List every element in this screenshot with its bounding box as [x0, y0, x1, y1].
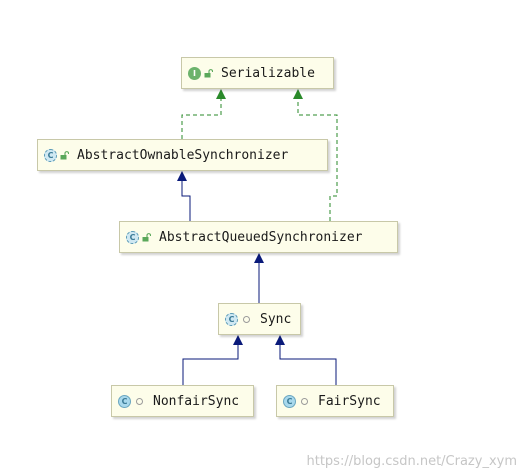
abstract-class-icon: C [44, 148, 57, 162]
package-private-icon [301, 397, 308, 405]
node-label: Serializable [221, 65, 315, 81]
public-lock-icon [142, 232, 151, 241]
abstract-class-icon: C [126, 230, 139, 244]
public-lock-icon [60, 150, 69, 159]
node-label: AbstractOwnableSynchronizer [77, 147, 289, 163]
package-private-icon [136, 397, 143, 405]
watermark: https://blog.csdn.net/Crazy_xym [306, 454, 517, 469]
node-abstract-queued-synchronizer[interactable]: C AbstractQueuedSynchronizer [119, 221, 398, 253]
edge-aos-implements-serializable [181, 89, 226, 139]
package-private-icon [243, 315, 250, 323]
node-fair-sync[interactable]: C FairSync [276, 385, 394, 417]
abstract-class-icon: C [225, 312, 238, 326]
node-label: AbstractQueuedSynchronizer [159, 229, 363, 245]
edge-fair-extends-sync [275, 335, 337, 385]
edge-nonfair-extends-sync [182, 335, 243, 385]
interface-icon: I [188, 66, 201, 80]
node-label: Sync [260, 311, 292, 327]
node-serializable[interactable]: I Serializable [181, 57, 334, 89]
node-abstract-ownable-synchronizer[interactable]: C AbstractOwnableSynchronizer [37, 139, 328, 171]
node-nonfair-sync[interactable]: C NonfairSync [111, 385, 254, 417]
edge-aqs-implements-serializable [293, 89, 338, 221]
edge-aqs-extends-aos [177, 171, 191, 221]
class-icon: C [283, 394, 296, 408]
node-label: NonfairSync [153, 393, 240, 409]
node-label: FairSync [318, 393, 381, 409]
class-icon: C [118, 394, 131, 408]
node-sync[interactable]: C Sync [218, 303, 301, 335]
public-lock-icon [204, 68, 213, 77]
